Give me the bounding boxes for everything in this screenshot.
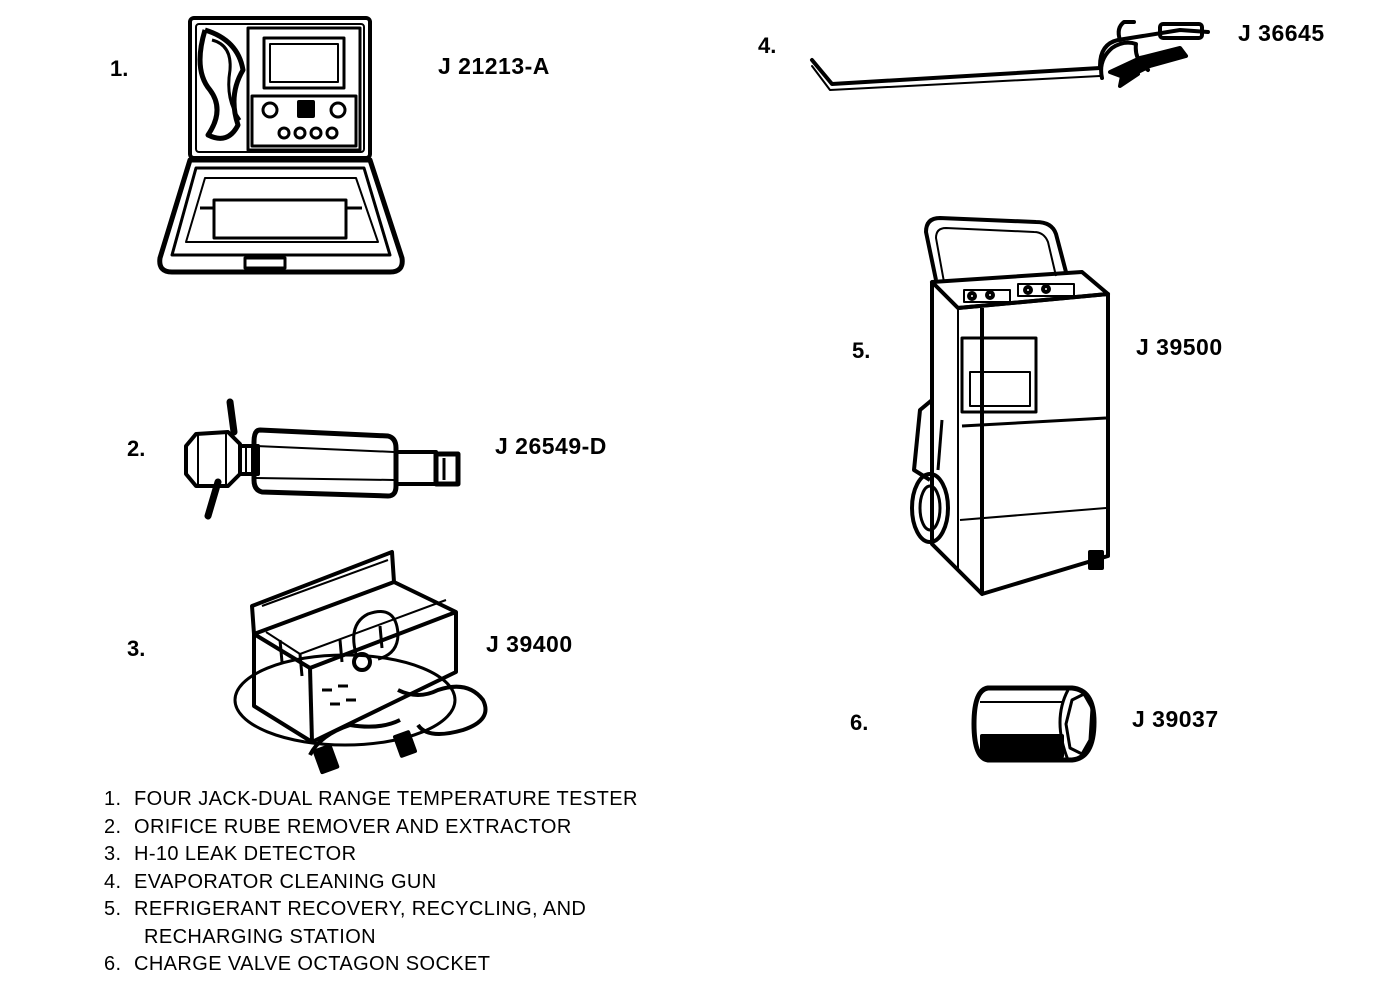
legend-item: 4. EVAPORATOR CLEANING GUN bbox=[104, 869, 638, 897]
legend-text: REFRIGERANT RECOVERY, RECYCLING, AND bbox=[134, 898, 587, 920]
legend-item: 5. REFRIGERANT RECOVERY, RECYCLING, AND bbox=[104, 896, 638, 924]
cleaning-gun-icon bbox=[810, 20, 1210, 91]
tool-2-part-number: J 26549-D bbox=[495, 433, 607, 459]
legend-item: 1. FOUR JACK-DUAL RANGE TEMPERATURE TEST… bbox=[104, 786, 638, 814]
orifice-tube-remover-icon bbox=[184, 398, 461, 520]
tool-6-number: 6. bbox=[850, 710, 869, 735]
tool-3-part-number: J 39400 bbox=[486, 631, 573, 657]
legend-number: 5. bbox=[104, 898, 122, 920]
legend-text-continuation: RECHARGING STATION bbox=[144, 925, 377, 948]
legend-item: 2. ORIFICE RUBE REMOVER AND EXTRACTOR bbox=[104, 814, 638, 842]
legend-text: EVAPORATOR CLEANING GUN bbox=[134, 870, 437, 893]
legend-number: 3. bbox=[104, 843, 122, 865]
leak-detector-icon bbox=[233, 550, 488, 775]
tool-1-part-number: J 21213-A bbox=[438, 53, 550, 79]
legend-number: 6. bbox=[104, 953, 122, 975]
tool-4-number: 4. bbox=[758, 33, 777, 58]
tool-6-part-number: J 39037 bbox=[1132, 706, 1219, 732]
tool-3-number: 3. bbox=[127, 636, 146, 661]
legend-number: 1. bbox=[104, 788, 122, 810]
legend-text: H-10 LEAK DETECTOR bbox=[134, 843, 357, 865]
tool-5-number: 5. bbox=[852, 338, 871, 363]
legend-text: FOUR JACK-DUAL RANGE TEMPERATURE TESTER bbox=[134, 788, 638, 810]
tool-4-part-number: J 36645 bbox=[1238, 20, 1325, 46]
tool-2-number: 2. bbox=[127, 436, 146, 461]
legend-text: ORIFICE RUBE REMOVER AND EXTRACTOR bbox=[134, 815, 572, 838]
temperature-tester-case-icon bbox=[157, 16, 405, 275]
tool-legend: 1. FOUR JACK-DUAL RANGE TEMPERATURE TEST… bbox=[104, 786, 638, 979]
tool-1-number: 1. bbox=[110, 56, 129, 81]
legend-item: 3. H-10 LEAK DETECTOR bbox=[104, 841, 638, 869]
tool-5-part-number: J 39500 bbox=[1136, 334, 1223, 360]
legend-number: 2. bbox=[104, 815, 122, 838]
recovery-station-icon bbox=[910, 216, 1110, 596]
legend-text: CHARGE VALVE OCTAGON SOCKET bbox=[134, 953, 491, 975]
legend-number: 4. bbox=[104, 870, 122, 893]
legend-item: 6. CHARGE VALVE OCTAGON SOCKET bbox=[104, 951, 638, 979]
octagon-socket-icon bbox=[971, 685, 1097, 763]
